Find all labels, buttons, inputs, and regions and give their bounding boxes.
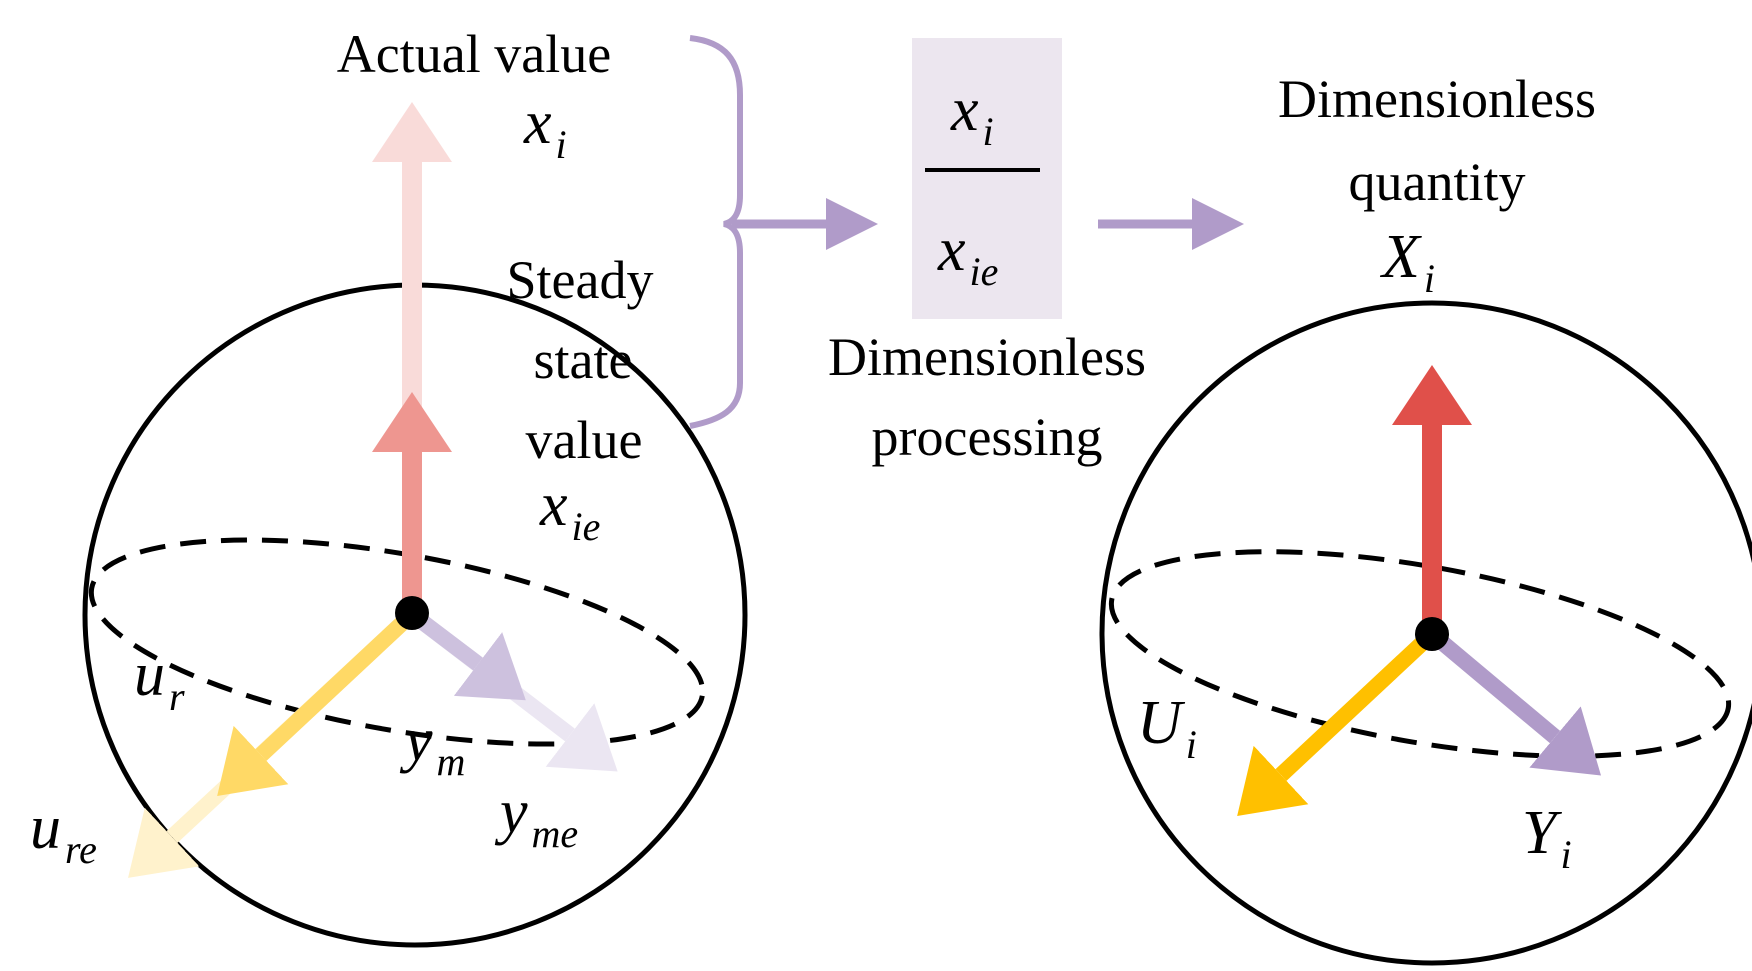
- steady-label-line2: state: [534, 330, 633, 390]
- u-r-arrow: [217, 608, 418, 796]
- left-origin-dot: [395, 596, 429, 630]
- processing-label-line1: Dimensionless: [828, 327, 1146, 387]
- Y-i-arrow: [1426, 627, 1602, 776]
- actual-value-label: Actual value: [337, 24, 611, 84]
- dimensionless-quantity-line2: quantity: [1349, 152, 1526, 212]
- right-origin-dot: [1415, 617, 1449, 651]
- dimensionless-quantity-line1: Dimensionless: [1278, 69, 1596, 129]
- brace-icon: [689, 35, 743, 429]
- right-equator-ellipse: [1108, 549, 1732, 759]
- fraction-box: [912, 38, 1062, 319]
- U-i-arrow: [1237, 628, 1438, 816]
- steady-label-line1: Steady: [507, 250, 654, 310]
- processing-label-line2: processing: [872, 407, 1103, 467]
- right-sphere-outline: [1099, 300, 1752, 966]
- left-equator-ellipse: [88, 537, 706, 747]
- steady-label-line3: value: [526, 410, 643, 470]
